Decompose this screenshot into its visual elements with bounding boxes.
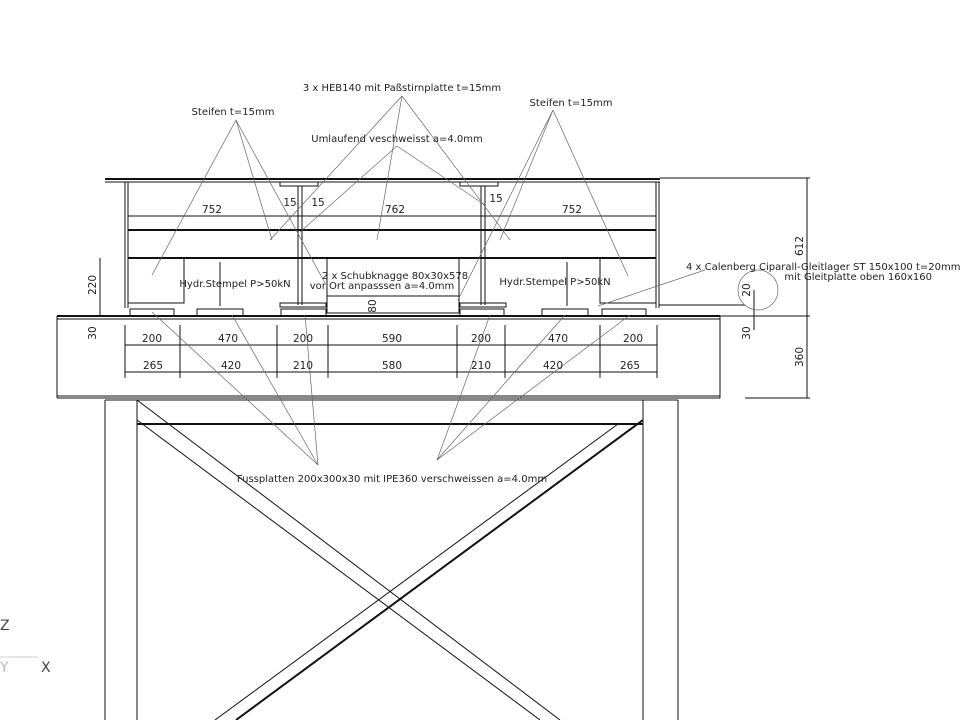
dim-15-a: 15 <box>283 197 296 209</box>
dim-value: 210 <box>471 360 491 372</box>
dim-value: 210 <box>293 360 313 372</box>
dim-value: 420 <box>221 360 241 372</box>
dim-value: 580 <box>382 360 402 372</box>
axis-indicator: Z Y X <box>0 618 51 676</box>
calenberg-label: 4 x Calenberg Ciparall-Gleitlager ST 150… <box>686 262 960 273</box>
stempel-left-label: Hydr.Stempel P>50kN <box>179 279 290 290</box>
dim-value: 200 <box>293 333 313 345</box>
dim-612: 612 <box>794 236 806 256</box>
dim-value: 200 <box>623 333 643 345</box>
dim-752-left: 752 <box>202 204 222 216</box>
schubknagge-note: vor Ort anpasssen a=4.0mm <box>310 281 455 292</box>
dim-value: 470 <box>218 333 238 345</box>
stempel-right-label: Hydr.Stempel P>50kN <box>499 277 610 288</box>
fussplatten-label: Fussplatten 200x300x30 mit IPE360 versch… <box>237 474 547 485</box>
dimension-row-2: 265 420 210 580 210 420 265 <box>143 360 640 372</box>
dim-value: 590 <box>382 333 402 345</box>
dim-30-right: 30 <box>741 326 753 339</box>
dim-80: 80 <box>367 299 379 312</box>
axis-y-label: Y <box>0 660 9 676</box>
dim-15-c: 15 <box>489 193 502 205</box>
top-plate <box>105 178 660 308</box>
bearing-boxes <box>127 257 657 314</box>
schubknagge-label: 2 x Schubknagge 80x30x578 <box>322 271 468 282</box>
dim-30-left: 30 <box>87 326 99 339</box>
dim-752-right: 752 <box>562 204 582 216</box>
dim-value: 200 <box>142 333 162 345</box>
steifen-left-label: Steifen t=15mm <box>192 107 275 118</box>
dimension-lines <box>99 177 810 399</box>
dim-value: 200 <box>471 333 491 345</box>
dim-value: 470 <box>548 333 568 345</box>
foot-plates <box>129 304 745 317</box>
dim-360: 360 <box>794 347 806 367</box>
calenberg-note: mit Gleitplatte oben 160x160 <box>784 272 932 283</box>
support-frame <box>104 399 679 720</box>
axis-z-label: Z <box>0 618 10 634</box>
steifen-right-label: Steifen t=15mm <box>530 98 613 109</box>
dimension-row-1: 200 470 200 590 200 470 200 <box>142 333 643 345</box>
heb-label: 3 x HEB140 mit Paßstirnplatte t=15mm <box>303 83 501 94</box>
umlaufend-label: Umlaufend veschweisst a=4.0mm <box>311 134 482 145</box>
dim-762: 762 <box>385 204 405 216</box>
leader-lines <box>151 95 706 466</box>
heb140-beams <box>128 215 656 259</box>
dim-value: 265 <box>143 360 163 372</box>
ipe360-beam <box>56 315 721 399</box>
dim-value: 420 <box>543 360 563 372</box>
dim-20: 20 <box>741 283 753 296</box>
dim-value: 265 <box>620 360 640 372</box>
dim-220: 220 <box>87 275 99 295</box>
axis-x-label: X <box>41 660 51 676</box>
dim-15-b: 15 <box>311 197 324 209</box>
